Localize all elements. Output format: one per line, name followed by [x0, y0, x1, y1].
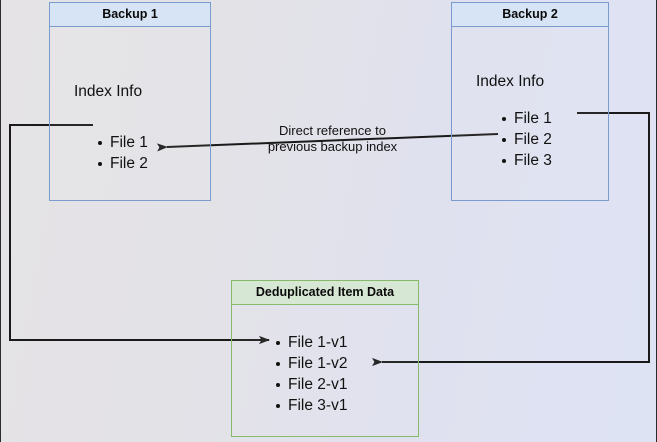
backup1-body: Index Info File 1 File 2 [50, 27, 210, 200]
direct-reference-note: Direct reference to previous backup inde… [267, 123, 398, 154]
list-item: File 3 [501, 150, 552, 171]
list-item: File 2-v1 [275, 374, 347, 395]
list-item: File 1 [97, 132, 148, 153]
backup2-header: Backup 2 [452, 3, 608, 27]
deduplicated-item-data-box[interactable]: Deduplicated Item Data File 1-v1 File 1-… [231, 280, 419, 437]
connector-backup2-to-dedup [372, 112, 650, 367]
list-item: File 2 [501, 129, 552, 150]
connector-direct-reference [156, 133, 499, 152]
backup2-index-info-label: Index Info [476, 73, 545, 90]
list-item: File 1 [501, 108, 552, 129]
backup1-header: Backup 1 [50, 3, 210, 27]
backup1-index-info-label: Index Info [74, 83, 143, 100]
connector-backup1-to-dedup [9, 124, 270, 345]
backup1-box[interactable]: Backup 1 Index Info File 1 File 2 [49, 2, 211, 201]
dedup-file-list: File 1-v1 File 1-v2 File 2-v1 File 3-v1 [275, 332, 347, 416]
backup1-file-list: File 1 File 2 [97, 132, 148, 174]
dedup-header: Deduplicated Item Data [232, 281, 418, 305]
list-item: File 1-v1 [275, 332, 347, 353]
list-item: File 3-v1 [275, 395, 347, 416]
backup2-file-list: File 1 File 2 File 3 [501, 108, 552, 171]
backup2-body: Index Info File 1 File 2 File 3 [452, 27, 608, 200]
list-item: File 1-v2 [275, 353, 347, 374]
backup2-box[interactable]: Backup 2 Index Info File 1 File 2 File 3 [451, 2, 609, 201]
list-item: File 2 [97, 153, 148, 174]
dedup-body: File 1-v1 File 1-v2 File 2-v1 File 3-v1 [232, 305, 418, 436]
